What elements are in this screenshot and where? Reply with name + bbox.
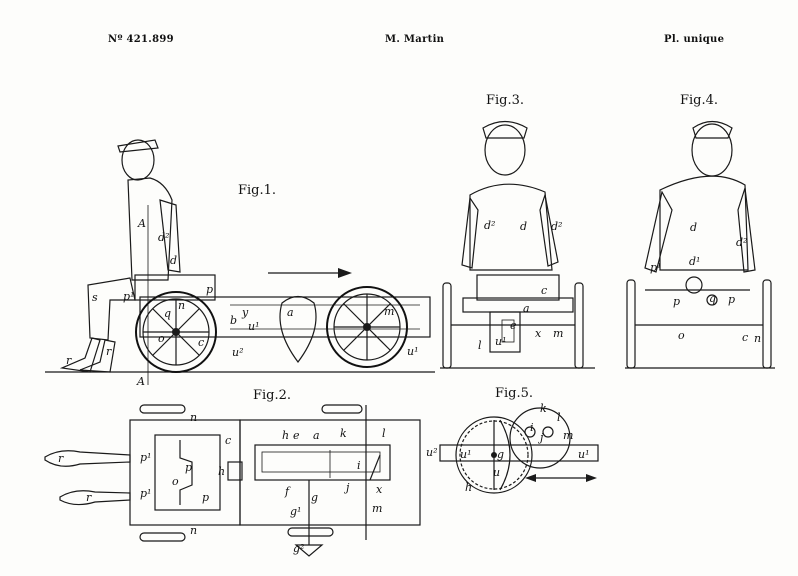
fig1-label-d2: d² [158, 231, 170, 244]
inventor-name: M. Martin [385, 34, 445, 45]
fig2-label-r-bottom: r [86, 491, 92, 504]
fig3-label-x: x [535, 327, 542, 340]
fig2-label-p1-bottom: p¹ [140, 487, 152, 500]
fig4-label-p-left: p [673, 295, 681, 308]
fig1-label-m: m [384, 305, 395, 318]
fig1-caption: Fig.1. [238, 183, 277, 198]
fig1-label-A-top: A [138, 217, 146, 230]
fig5-label-u1-right: u¹ [578, 448, 590, 461]
fig2-label-g1: g¹ [290, 505, 302, 518]
fig4-label-d1: d¹ [689, 255, 701, 268]
fig4-label-p-right: p [728, 293, 736, 306]
fig2-label-n-top: n [190, 411, 198, 424]
fig4-caption: Fig.4. [680, 93, 719, 108]
fig1-label-y: y [242, 306, 249, 319]
fig4-label-p1: p¹ [650, 261, 662, 274]
fig2-label-x: x [376, 483, 383, 496]
fig5-label-u2: u² [426, 446, 438, 459]
fig1-label-A-bottom: A [137, 375, 145, 388]
fig5-label-u1-left: u¹ [460, 448, 472, 461]
fig3-label-a: a [523, 302, 530, 315]
fig2-label-e-top: e [293, 429, 300, 442]
fig2-label-p-bottom: p [202, 491, 210, 504]
fig2-label-o: o [172, 475, 179, 488]
fig4-label-n: n [754, 332, 762, 345]
fig1-label-r-1: r [66, 354, 72, 367]
fig5-label-g: g [497, 448, 505, 461]
plate-label: Pl. unique [664, 34, 725, 45]
fig3-label-e: e [510, 319, 517, 332]
fig2-label-m: m [372, 502, 383, 515]
fig1-drawing [45, 139, 435, 385]
fig2-label-c: c [225, 434, 232, 447]
fig1-label-d: d [170, 254, 178, 267]
fig3-label-d2-right: d² [551, 220, 563, 233]
fig2-label-g2: g² [293, 542, 305, 555]
fig5-label-k: k [540, 402, 547, 415]
fig2-label-f: f [285, 485, 290, 498]
fig2-label-h-small: h [218, 465, 226, 478]
fig2-label-h-top: h [282, 429, 290, 442]
patent-number: Nº 421.899 [108, 34, 174, 45]
fig4-drawing [625, 120, 775, 369]
fig2-label-r-top: r [58, 452, 64, 465]
fig2-label-j: j [346, 481, 350, 494]
fig1-label-b: b [230, 314, 238, 327]
fig5-label-l: l [557, 411, 561, 424]
fig2-label-p-top: p [185, 461, 193, 474]
fig3-label-l: l [478, 339, 482, 352]
fig3-label-d: d [520, 220, 528, 233]
fig2-label-p1-top: p¹ [140, 451, 152, 464]
fig1-label-o: o [158, 332, 165, 345]
fig2-label-a: a [313, 429, 320, 442]
fig3-caption: Fig.3. [486, 93, 525, 108]
fig4-label-o: o [678, 329, 685, 342]
fig1-label-s: s [92, 291, 98, 304]
fig3-drawing [440, 120, 595, 369]
fig4-label-d: d [690, 221, 698, 234]
fig3-label-m: m [553, 327, 564, 340]
fig4-label-q: q [709, 292, 717, 305]
fig1-label-a: a [287, 306, 294, 319]
fig1-label-n: n [178, 299, 186, 312]
fig2-caption: Fig.2. [253, 388, 292, 403]
fig3-label-u1: u¹ [495, 335, 507, 348]
fig1-label-r-2: r [106, 345, 112, 358]
fig2-label-n-bottom: n [190, 524, 198, 537]
fig5-label-u: u [493, 466, 501, 479]
fig2-label-i: i [357, 459, 361, 472]
fig5-label-i: i [530, 421, 534, 434]
fig5-label-j: j [540, 431, 544, 444]
fig1-label-c: c [198, 336, 205, 349]
fig5-drawing [439, 407, 599, 494]
fig2-drawing [44, 404, 421, 557]
fig1-label-u1-left: u¹ [248, 320, 260, 333]
fig2-label-g: g [311, 491, 319, 504]
fig5-label-h: h [465, 481, 473, 494]
fig2-label-l: l [382, 427, 386, 440]
fig1-label-p1: p¹ [123, 290, 135, 303]
fig2-label-k: k [340, 427, 347, 440]
fig1-label-q: q [164, 307, 172, 320]
fig1-label-u2: u² [232, 346, 244, 359]
fig4-label-c: c [742, 331, 749, 344]
fig4-label-d2: d² [736, 236, 748, 249]
fig5-label-m: m [563, 429, 574, 442]
fig3-label-c: c [541, 284, 548, 297]
fig1-label-p: p [206, 283, 214, 296]
fig3-label-d2-left: d² [484, 219, 496, 232]
fig1-label-u1-right: u¹ [407, 345, 419, 358]
fig5-caption: Fig.5. [495, 386, 534, 401]
